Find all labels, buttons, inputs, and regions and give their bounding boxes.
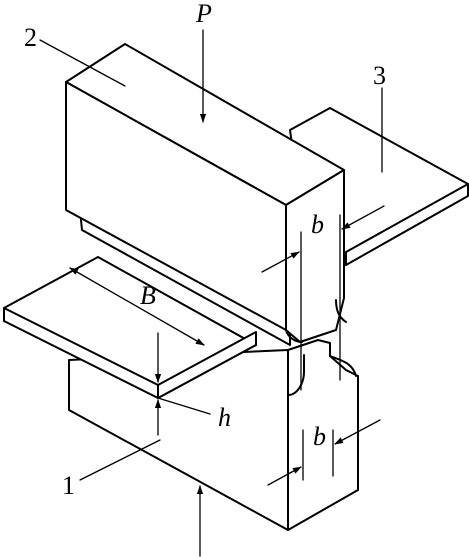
dimension-B bbox=[69, 267, 205, 346]
label-b-lower: b bbox=[313, 422, 326, 451]
label-width-B: B bbox=[140, 281, 156, 310]
label-thickness-h: h bbox=[218, 403, 231, 432]
label-force-P: P bbox=[195, 0, 212, 28]
leader-1 bbox=[79, 439, 161, 481]
dimension-b-lower bbox=[267, 419, 381, 486]
dimension-b-upper bbox=[261, 205, 385, 391]
label-part-3: 3 bbox=[373, 61, 386, 90]
dimension-h bbox=[154, 332, 211, 436]
label-part-2: 2 bbox=[24, 23, 37, 52]
label-part-1: 1 bbox=[62, 471, 75, 500]
label-b-upper: b bbox=[311, 210, 324, 239]
leader-2 bbox=[39, 39, 126, 87]
